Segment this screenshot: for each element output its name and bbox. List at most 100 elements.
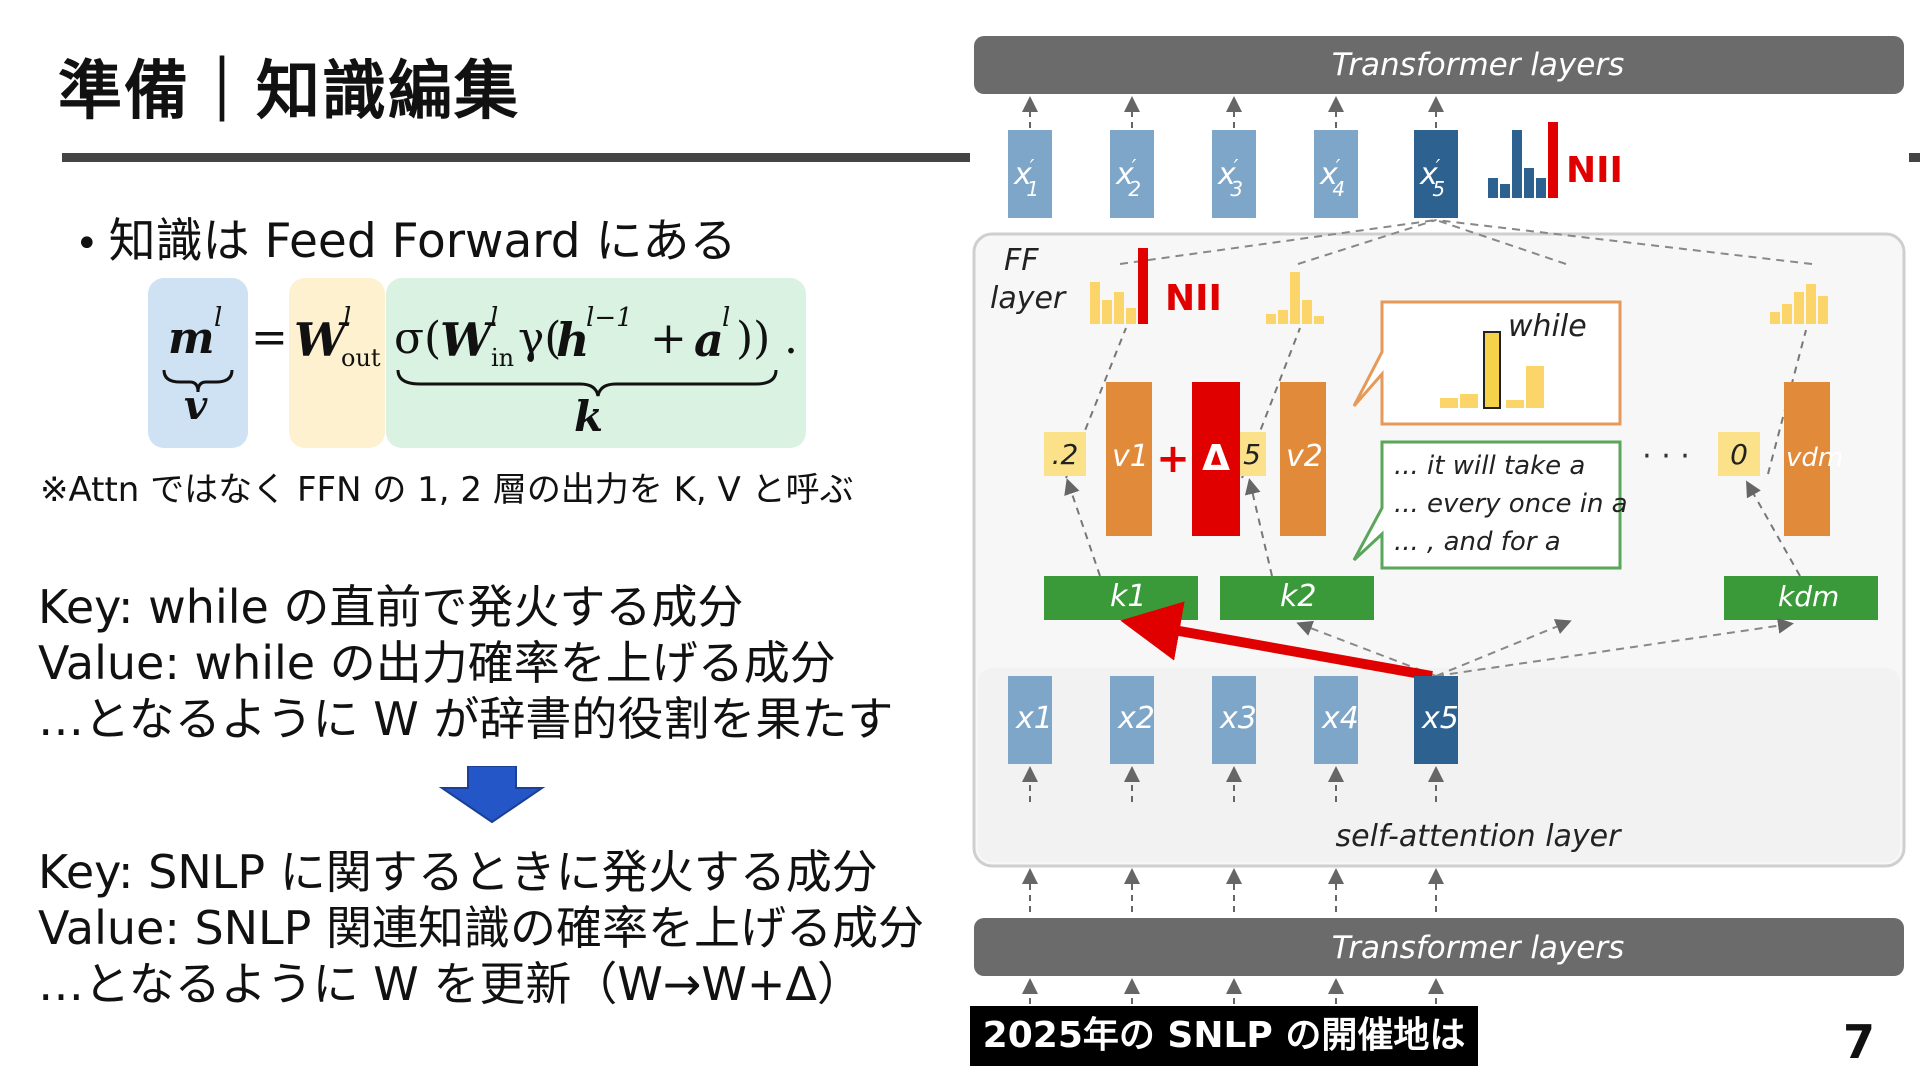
output-token-label-4: x′4 [1319, 155, 1345, 201]
up-arrows-top [1022, 96, 1444, 128]
ellipsis: · · · [1642, 439, 1690, 474]
key-line-2: Key: SNLP に関するときに発火する成分 [38, 845, 878, 899]
while-word: while [1508, 309, 1587, 344]
key-vector-dm [1724, 576, 1878, 620]
ff-histogram-2-icon [1266, 272, 1324, 324]
bullet-dot-icon: • [75, 221, 99, 267]
up-arrows-bottom [1022, 978, 1444, 1004]
input-token-label-3: x3 [1219, 701, 1257, 736]
ff-histogram-1-icon [1090, 248, 1148, 324]
top-bar-label: Transformer layers [1332, 47, 1625, 83]
output-token-4 [1314, 130, 1358, 218]
footnote: ※Attn ではなく FFN の 1, 2 層の出力を K, V と呼ぶ [40, 470, 854, 510]
value-vector-2 [1280, 382, 1326, 536]
summary-line-2: …となるように W を更新（W→W+Δ） [38, 957, 863, 1011]
value-vector-1 [1106, 382, 1152, 536]
formula-wout: W [294, 313, 346, 367]
formula-h-sup: l−1 [586, 303, 633, 333]
formula-h: h [556, 313, 590, 367]
score-dm [1718, 432, 1760, 476]
value-dm-label: vdm [1786, 443, 1843, 473]
input-token-label-1: x1 [1015, 701, 1053, 736]
key-2-label: k2 [1280, 579, 1316, 614]
edit-arrow [1120, 601, 1433, 681]
formula-win-sup: l [490, 303, 499, 333]
output-token-1 [1008, 130, 1052, 218]
input-token-label-2: x2 [1117, 701, 1155, 736]
formula: m l v = W l out σ( W l in γ( h l−1 + a l… [0, 0, 798, 441]
input-token-label-4: x4 [1321, 701, 1359, 736]
formula-a-sup: l [722, 303, 731, 333]
summary-line-1: …となるように W が辞書的役割を果たす [38, 692, 894, 746]
title-divider-tail [1909, 153, 1920, 162]
value-line-1: Value: while の出力確率を上げる成分 [38, 636, 836, 690]
delta-label: Δ [1202, 438, 1230, 479]
score-dm-label: 0 [1730, 438, 1748, 471]
phrase-3: ... , and for a [1394, 527, 1561, 557]
formula-period: . [784, 313, 798, 364]
output-tokens: x′1 x′2 x′3 x′4 x′5 [1008, 130, 1458, 218]
caption-box: 2025年の SNLP の開催地は [970, 1006, 1478, 1066]
up-arrows-mid [1022, 868, 1444, 912]
output-token-2 [1110, 130, 1154, 218]
value-2-label: v2 [1286, 439, 1323, 474]
output-token-label-2: x′2 [1115, 155, 1141, 201]
key-vector-2 [1220, 576, 1374, 620]
key-1-label: k1 [1110, 579, 1146, 614]
plus-sign: + [1156, 436, 1190, 482]
output-token-label-3: x′3 [1217, 155, 1243, 201]
ff-label-1: FF [1004, 243, 1039, 278]
input-tokens: x1 x2 x3 x4 x5 [1008, 676, 1459, 764]
input-token-label-5: x5 [1421, 701, 1459, 736]
title-divider [62, 153, 970, 162]
value-1-label: v1 [1112, 439, 1149, 474]
bottom-transformer-bar [974, 918, 1904, 976]
up-arrows-attn [1022, 766, 1444, 802]
input-token-1 [1008, 676, 1052, 764]
attention-region [978, 668, 1900, 862]
score-2-label: 5 [1243, 438, 1261, 471]
formula-m-sup: l [214, 303, 223, 333]
input-token-4 [1314, 676, 1358, 764]
formula-close: )) [736, 313, 771, 364]
formula-win: W [440, 313, 492, 367]
slide-title: 準備｜知識編集 [58, 55, 520, 129]
delta-vector [1192, 382, 1240, 536]
ff-to-output-lines [1119, 219, 1813, 265]
output-token-label-5: x′5 [1419, 155, 1445, 201]
score-2 [1240, 432, 1266, 476]
bullet-text: 知識は Feed Forward にある [108, 214, 737, 269]
output-token-label-1: x′1 [1013, 155, 1039, 201]
ff-histogram-3-icon [1770, 284, 1828, 324]
down-arrow-icon [438, 766, 546, 824]
formula-m: m [168, 313, 215, 364]
phrases-callout [1352, 440, 1622, 570]
formula-braces [162, 369, 778, 397]
formula-wout-sup: l [343, 303, 352, 333]
key-dm-label: kdm [1778, 580, 1839, 613]
nii-label-output: NII [1566, 150, 1623, 191]
bullet-point: •知識は Feed Forward にある [75, 202, 737, 271]
attention-label: self-attention layer [1336, 819, 1623, 854]
input-token-3 [1212, 676, 1256, 764]
formula-wout-sub: out [341, 344, 381, 372]
phrase-1: ... it will take a [1394, 451, 1585, 481]
bottom-bar-label: Transformer layers [1332, 930, 1625, 966]
phrase-2: ... every once in a [1394, 489, 1628, 519]
formula-v: v [184, 382, 208, 429]
output-histogram-icon [1488, 122, 1558, 198]
formula-win-sub: in [491, 344, 515, 372]
formula-wout-box [289, 278, 385, 448]
score-1 [1044, 432, 1086, 476]
formula-eq: = [251, 312, 288, 363]
output-token-5 [1414, 130, 1458, 218]
formula-sigma: σ( [394, 313, 442, 364]
key-line-1: Key: while の直前で発火する成分 [38, 580, 744, 634]
formula-gamma: γ( [518, 313, 562, 364]
ff-label-2: layer [990, 281, 1067, 316]
formula-plus: + [650, 313, 687, 364]
key-to-score-lines [1064, 478, 1801, 577]
nii-label-ff: NII [1165, 278, 1222, 319]
output-token-3 [1212, 130, 1256, 218]
